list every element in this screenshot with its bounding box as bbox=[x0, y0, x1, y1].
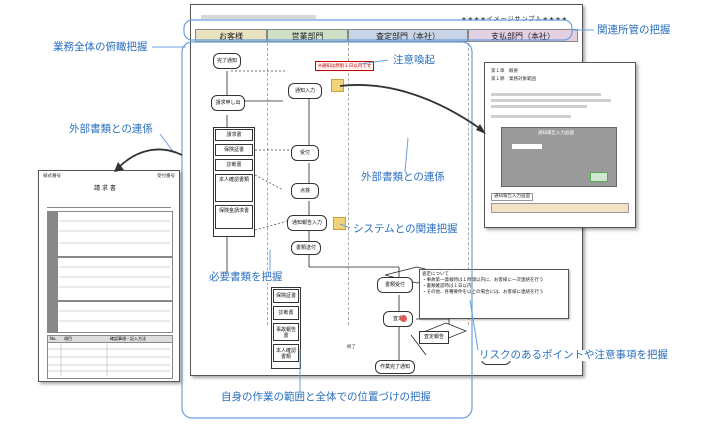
risk-note-box: 査定について ・事故第一発報時は１時間以内に、お客様に一次連絡を行う ・書類確認… bbox=[419, 269, 569, 319]
system-screen-document: 第１章 概要 第１節 業務対象範囲 通知報告入力画面 通知報告入力画面 bbox=[484, 62, 636, 228]
table-header-cell: No. bbox=[50, 336, 57, 341]
form-instruction-table: No. 項目 確認事項・記入方法 bbox=[47, 335, 173, 379]
node-doc-send: 書類送付 bbox=[291, 241, 321, 255]
table-header-cell: 項目 bbox=[64, 336, 72, 341]
blurred-text bbox=[491, 99, 611, 102]
required-docs-stack: 請求書 保険証書 診断書 本人確認書類 保険金請求書 bbox=[213, 127, 255, 237]
stack-item: 事故報告書 bbox=[273, 323, 299, 341]
blurred-text bbox=[491, 93, 601, 96]
form-section-tab bbox=[48, 302, 58, 332]
screen-table bbox=[491, 203, 629, 213]
node-receive: 受付 bbox=[291, 145, 319, 161]
form-section-tab bbox=[48, 258, 58, 300]
callout-related-departments: 関連所管の把握 bbox=[596, 24, 672, 36]
callout-risk-points: リスクのあるポイントや注意事項を把握 bbox=[478, 349, 669, 361]
node-assess-report: 査定報告 bbox=[419, 331, 449, 344]
link-arrow-left bbox=[117, 148, 183, 169]
red-marker-icon bbox=[400, 315, 407, 322]
arrowhead-left bbox=[114, 162, 124, 172]
blurred-header-text bbox=[201, 15, 316, 19]
dialog-button bbox=[590, 172, 608, 182]
node-end: 終了 bbox=[347, 345, 356, 350]
stack-item: 本人確認書類 bbox=[215, 174, 253, 202]
blurred-text bbox=[491, 115, 571, 118]
external-form-document: 様式番号 受付番号 請 求 書 No. 項目 確認事項・記入方法 bbox=[38, 170, 180, 382]
lane-header-frame bbox=[183, 19, 573, 41]
callout-required-docs: 必要書類を把握 bbox=[208, 271, 284, 283]
node-notify-input: 通知入力 bbox=[288, 83, 322, 99]
node-report-input: 通知報告入力 bbox=[287, 215, 327, 231]
callout-overview: 業務全体の俯瞰把握 bbox=[52, 41, 149, 53]
node-claim-receipt: 請求申し出 bbox=[211, 95, 245, 111]
overview-frame bbox=[181, 41, 473, 419]
screen-heading-1: 第１章 概要 bbox=[491, 69, 518, 74]
form-top-left: 様式番号 bbox=[43, 174, 61, 179]
lane-divider bbox=[348, 43, 349, 325]
callout-external-docs-mid: 外部書類との連係 bbox=[360, 171, 446, 183]
stack-item: 本人確認書類 bbox=[273, 344, 299, 362]
lane-header-payment: 支払部門（本社） bbox=[468, 29, 578, 42]
form-section-3 bbox=[47, 301, 173, 333]
node-start: 完了通知 bbox=[213, 53, 241, 69]
lane-divider bbox=[267, 43, 268, 325]
form-section-2 bbox=[47, 257, 173, 301]
stack-item: 保険証書 bbox=[215, 144, 253, 156]
table-header-cell: 確認事項・記入方法 bbox=[110, 336, 146, 341]
callout-external-docs-left: 外部書類との連係 bbox=[68, 123, 154, 135]
stack-item: 保険証書 bbox=[273, 289, 299, 303]
stack-item: 診断書 bbox=[273, 306, 299, 320]
link-arrow-right bbox=[339, 84, 483, 131]
arrowhead-right bbox=[476, 124, 486, 134]
stack-item: 請求書 bbox=[215, 129, 253, 141]
warning-tag: ※通知は原則１日以内です bbox=[315, 61, 375, 71]
callout-attention: 注意喚起 bbox=[392, 54, 436, 66]
lane-divider bbox=[468, 43, 469, 325]
screen-heading-2: 第１節 業務対象範囲 bbox=[491, 77, 536, 82]
blurred-text bbox=[491, 105, 587, 108]
callout-system-link: システムとの関連把握 bbox=[352, 223, 459, 235]
node-doc-accept: 書類受付 bbox=[377, 277, 413, 293]
node-work-done: 作業完了通知 bbox=[375, 360, 415, 374]
callout-scope: 自身の作業の範囲と全体での位置づけの把握 bbox=[220, 391, 432, 403]
table-header: No. 項目 確認事項・記入方法 bbox=[48, 336, 172, 343]
system-icon bbox=[333, 217, 346, 230]
bottom-docs-stack: 保険証書 診断書 事故報告書 本人確認書類 bbox=[271, 287, 301, 369]
form-section-1 bbox=[47, 211, 173, 257]
form-grid-lines bbox=[48, 220, 170, 376]
stack-item: 保険金請求書 bbox=[215, 205, 253, 229]
form-top-right: 受付番号 bbox=[157, 174, 175, 179]
dialog-title: 通知報告入力画面 bbox=[538, 131, 574, 136]
screen-dialog: 通知報告入力画面 bbox=[501, 127, 617, 187]
form-section-tab bbox=[48, 212, 58, 256]
stack-item: 診断書 bbox=[215, 159, 253, 171]
form-header-block bbox=[47, 193, 171, 208]
form-title: 請 求 書 bbox=[94, 185, 116, 192]
dialog-field bbox=[512, 144, 542, 149]
screen-footer: 通知報告入力画面 bbox=[491, 193, 533, 201]
node-check: 点検 bbox=[291, 183, 319, 199]
